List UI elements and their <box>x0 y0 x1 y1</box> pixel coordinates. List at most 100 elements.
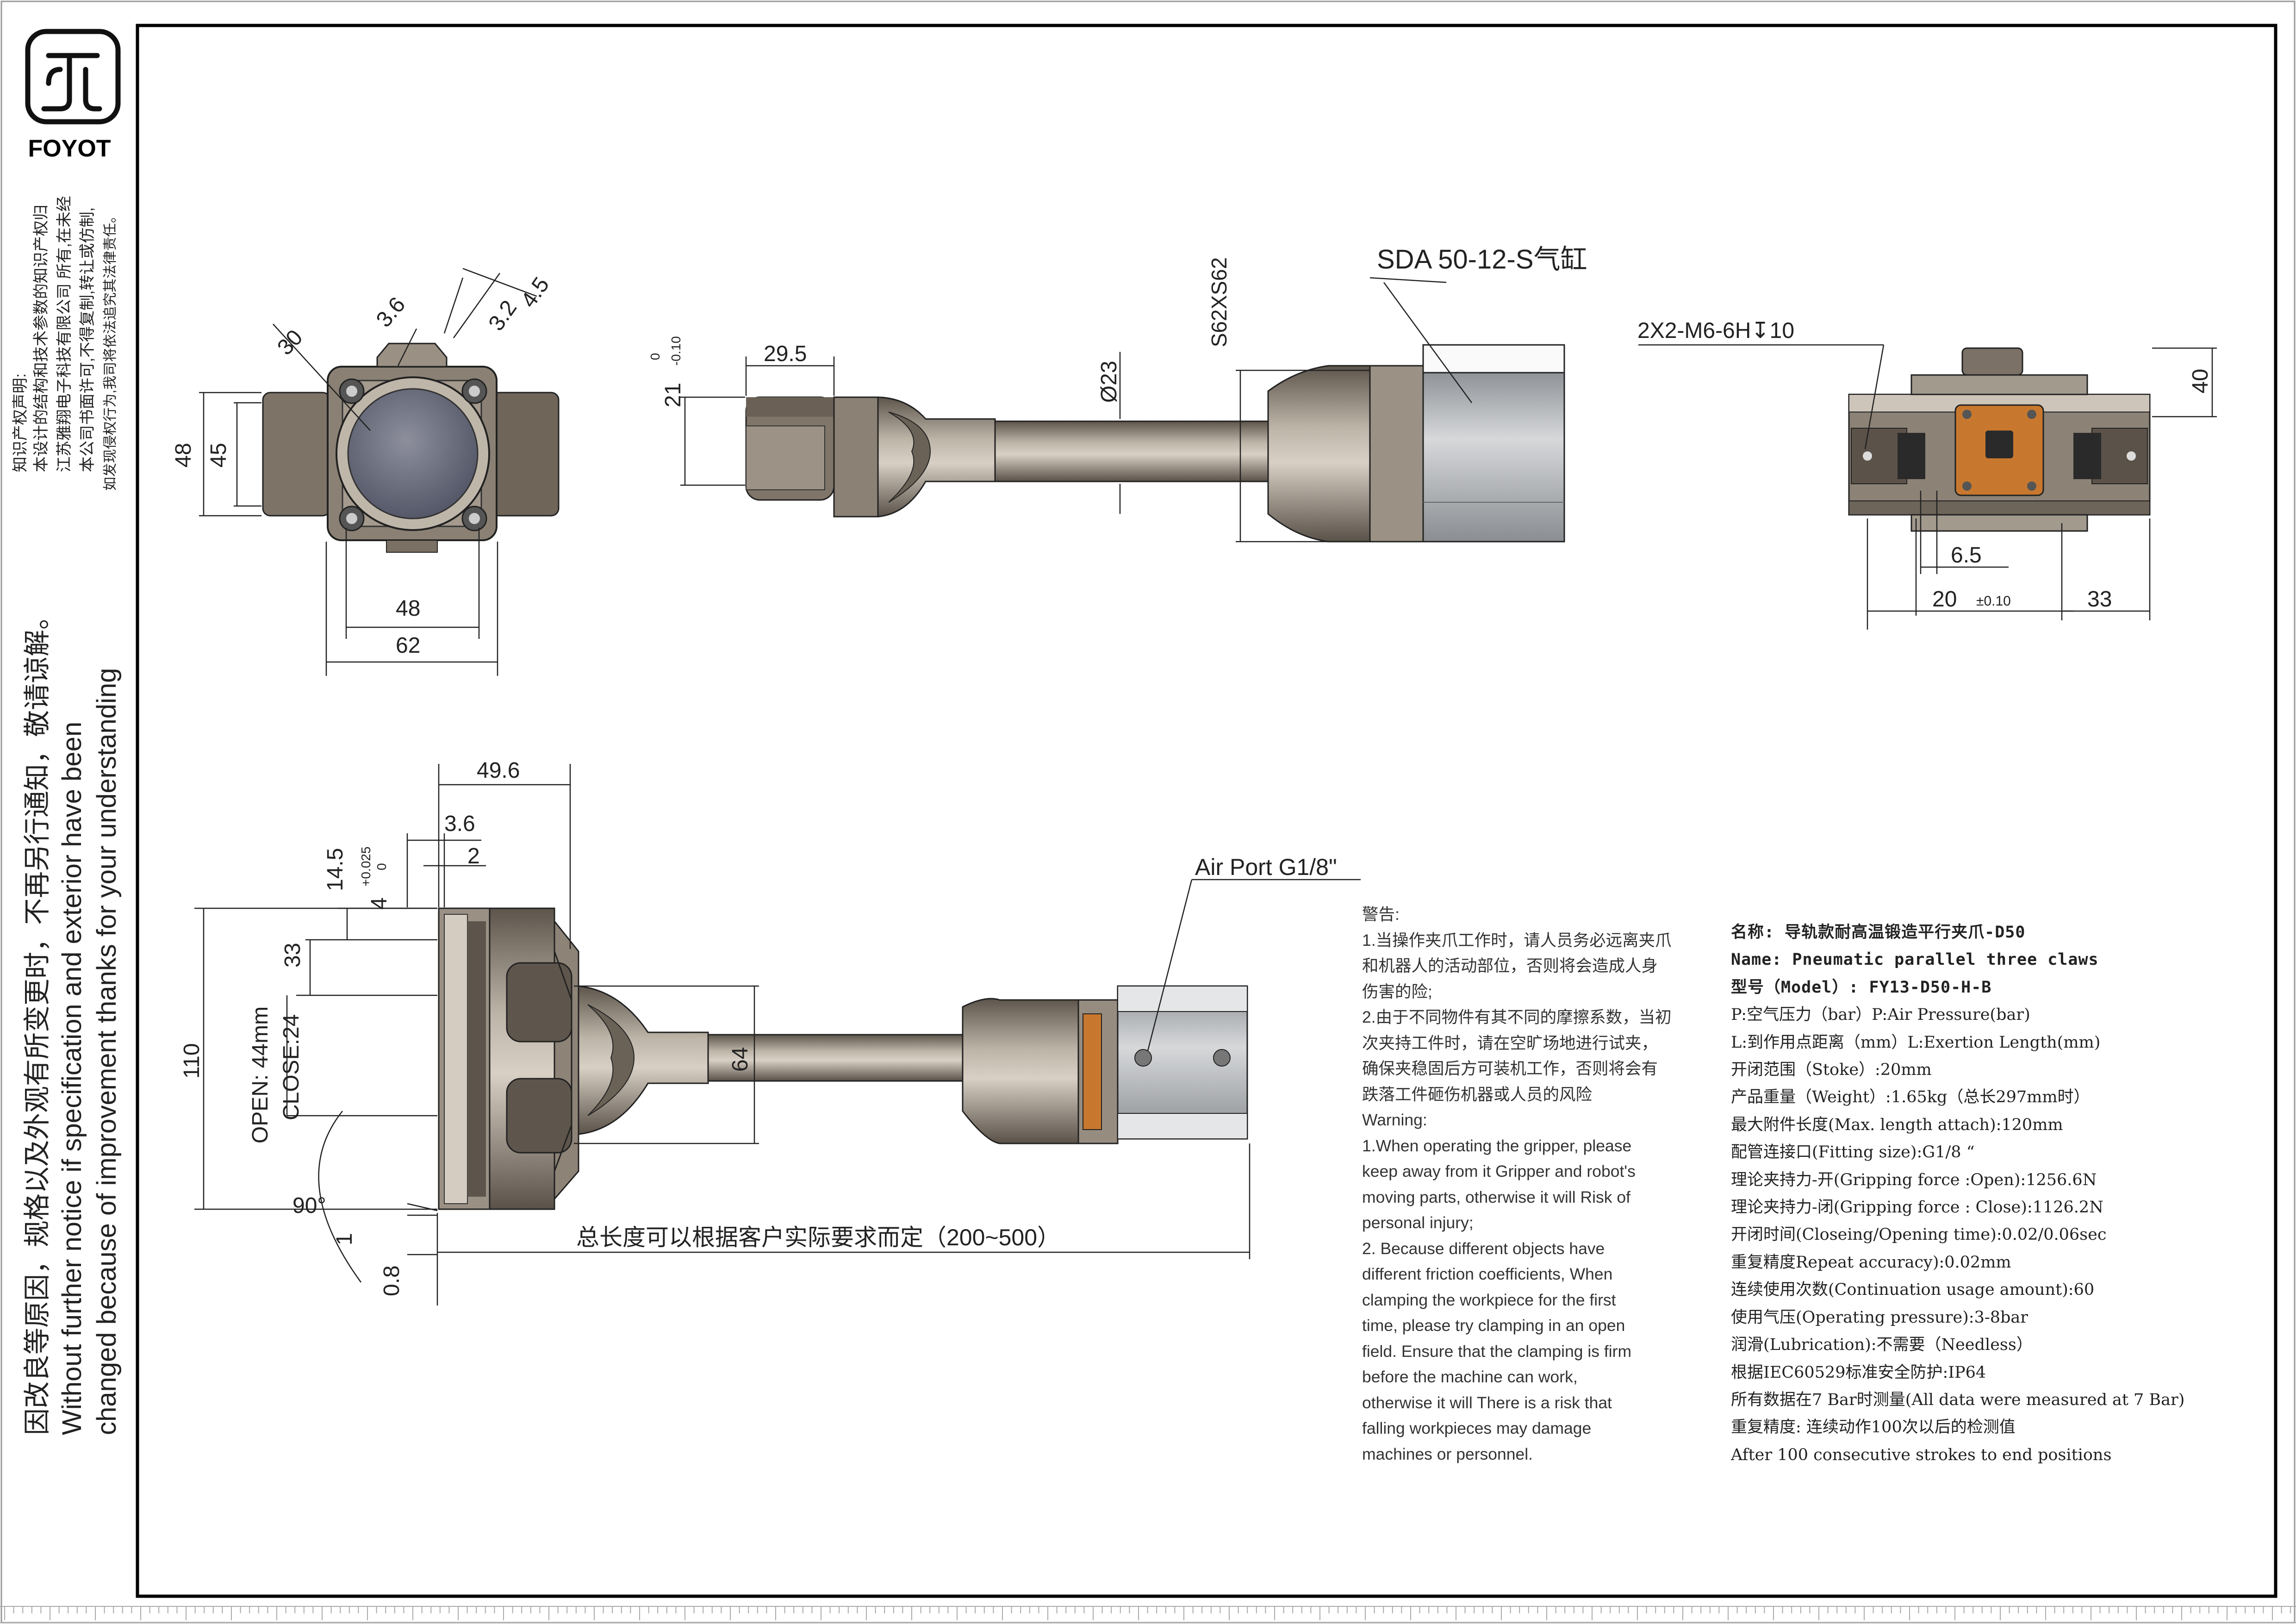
product-model: 型号（Model）: FY13-D50-H-B <box>1731 978 1992 997</box>
spec-row: 产品重量（Weight）:1.65kg（总长297mm时） <box>1731 1088 2090 1107</box>
inner-frame <box>136 24 2277 1598</box>
dim-14-5: 14.5 <box>323 848 348 891</box>
dim-3-6b: 3.6 <box>444 812 475 836</box>
ip-line-1: 本设计的结构和技术参数的知识产权归 <box>32 205 50 472</box>
warning-line: time, please try clamping in an open <box>1362 1316 1625 1335</box>
tol-plus-0025: +0.025 <box>359 847 373 887</box>
ruler-ticks <box>4 1606 2291 1620</box>
notice-en-2: changed because of improvement thanks fo… <box>92 668 122 1435</box>
warning-line: personal injury; <box>1362 1213 1474 1232</box>
spec-row: 使用气压(Operating pressure):3-8bar <box>1731 1308 2028 1327</box>
spec-row: 开闭范围（Stoke）:20mm <box>1731 1061 1932 1080</box>
dim-20: 20 <box>1932 587 1957 612</box>
product-name-cn: 名称: 导轨款耐高温锻造平行夹爪-D50 <box>1731 923 2026 942</box>
spec-row: 连续使用次数(Continuation usage amount):60 <box>1731 1280 2095 1299</box>
tol-0: 0 <box>648 353 662 360</box>
warning-title: 警告: <box>1362 905 1400 924</box>
end-view-dimensions <box>1638 344 2217 630</box>
dim-64: 64 <box>728 1047 753 1072</box>
ip-line-3: 本公司书面许可,不得复制,转让或仿制, <box>79 207 96 472</box>
spec-row: L:到作用点距离（mm）L:Exertion Length(mm) <box>1731 1033 2101 1052</box>
dim-40: 40 <box>2188 369 2213 394</box>
front-view-dimensions <box>199 268 537 676</box>
warning-line: 和机器人的活动部位，否则将会造成人身 <box>1362 956 1658 975</box>
dim-21: 21 <box>661 383 685 407</box>
dim-0-8: 0.8 <box>380 1265 404 1296</box>
dim-30: 30 <box>273 325 307 360</box>
warning-line: 次夹持工件时，请在空旷场地进行试夹， <box>1362 1033 1658 1052</box>
dim-4: 4 <box>367 897 392 910</box>
dim-s62: S62XS62 <box>1207 257 1231 347</box>
spec-row: After 100 consecutive strokes to end pos… <box>1731 1445 2112 1464</box>
dim-110: 110 <box>180 1043 204 1079</box>
open-width: OPEN: 44mm <box>248 1006 273 1143</box>
warning-line: keep away from it Gripper and robot's <box>1362 1162 1636 1181</box>
spec-row: 最大附件长度(Max. length attach):120mm <box>1731 1115 2063 1134</box>
air-port-label: Air Port G1/8" <box>1195 854 1337 880</box>
thread-callout: 2X2-M6-6H↧10 <box>1637 319 1794 343</box>
dim-2: 2 <box>467 844 480 868</box>
product-name-en: Name: Pneumatic parallel three claws <box>1731 950 2099 969</box>
warning-line: 确保夹稳固后方可装机工作，否则将会有 <box>1362 1059 1658 1078</box>
spec-row: 润滑(Lubrication):不需要（Needless） <box>1731 1336 2033 1355</box>
warning-line: 伤害的险; <box>1362 982 1432 1001</box>
spec-row: 重复精度: 连续动作100次以后的检测值 <box>1731 1418 2016 1437</box>
dim-6-5: 6.5 <box>1951 543 1982 568</box>
spec-row: 配管连接口(Fitting size):G1/8 “ <box>1731 1143 1975 1162</box>
tol-pm-010: ±0.10 <box>1976 593 2011 609</box>
warning-line: before the machine can work, <box>1362 1368 1578 1386</box>
dim-48-v: 48 <box>171 443 196 468</box>
spec-row: 理论夹持力-开(Gripping force :Open):1256.6N <box>1731 1170 2097 1189</box>
spec-row: 所有数据在7 Bar时测量(All data were measured at … <box>1731 1390 2185 1409</box>
dim-33: 33 <box>2087 587 2112 612</box>
dim-29-5: 29.5 <box>764 342 807 366</box>
ip-heading: 知识产权声明: <box>12 374 29 472</box>
total-length-note: 总长度可以根据客户实际要求而定（200~500） <box>576 1224 1060 1250</box>
spec-row: 理论夹持力-闭(Gripping force : Close):1126.2N <box>1731 1198 2103 1217</box>
dim-49-6: 49.6 <box>477 758 520 783</box>
side-notes: 知识产权声明: 本设计的结构和技术参数的知识产权归 江苏雅翔电子科技有限公司 所… <box>12 196 122 1435</box>
main-side-view-dimensions <box>194 764 1361 1305</box>
tol-minus-010: -0.10 <box>669 336 683 366</box>
side-view-top-dimensions <box>680 277 1473 543</box>
end-view <box>1848 347 2151 532</box>
end-view-labels: 2X2-M6-6H↧10 40 6.5 20 ±0.10 33 <box>1637 319 2213 612</box>
spec-rows: P:空气压力（bar）P:Air Pressure(bar) L:到作用点距离（m… <box>1731 1001 2286 1469</box>
dim-1: 1 <box>332 1233 357 1245</box>
spec-row: 根据IEC60529标准安全防护:IP64 <box>1731 1363 1986 1382</box>
warning-line: machines or personnel. <box>1362 1444 1533 1463</box>
spec-row: 重复精度Repeat accuracy):0.02mm <box>1731 1253 2011 1272</box>
dim-33b: 33 <box>280 943 305 968</box>
warning-line: falling workpieces may damage <box>1362 1419 1592 1437</box>
front-view <box>262 343 560 553</box>
warning-line: 2. Because different objects have <box>1362 1239 1605 1258</box>
warning-line: 1.When operating the gripper, please <box>1362 1136 1632 1155</box>
warning-line: field. Ensure that the clamping is firm <box>1362 1342 1632 1361</box>
warning-line: Warning: <box>1362 1111 1427 1129</box>
dim-3-6: 3.6 <box>372 293 410 332</box>
warning-line: different friction coefficients, When <box>1362 1265 1613 1283</box>
tol-0b: 0 <box>374 863 389 870</box>
foyot-logo: FOYOT <box>25 29 121 162</box>
warning-line: 跌落工件砸伤机器或人员的风险 <box>1362 1085 1593 1104</box>
brand-name: FOYOT <box>28 135 111 162</box>
dim-4-5: 4.5 <box>516 273 554 312</box>
spec-row: P:空气压力（bar）P:Air Pressure(bar) <box>1731 1006 2030 1024</box>
cylinder-model-label: SDA 50-12-S气缸 <box>1377 244 1587 275</box>
spec-row: 开闭时间(Closeing/Opening time):0.02/0.06sec <box>1731 1225 2107 1244</box>
warning-line: otherwise it will There is a risk that <box>1362 1393 1612 1412</box>
warning-lines: 1.当操作夹爪工作时，请人员务必远离夹爪和机器人的活动部位，否则将会造成人身伤害… <box>1362 928 1695 1468</box>
side-view-top <box>745 344 1565 543</box>
dim-48-h: 48 <box>396 596 420 621</box>
dim-45: 45 <box>206 443 231 468</box>
dim-62: 62 <box>396 633 420 658</box>
ip-line-4: 如发现侵权行为,我司将依法追究其法律责任。 <box>103 209 118 491</box>
side-view-top-labels: 0 -0.10 21 29.5 Ø23 S62XS62 SDA 50-12-S气… <box>648 244 1587 407</box>
dim-3-2: 3.2 <box>484 296 522 335</box>
ip-line-2: 江苏雅翔电子科技有限公司 所有,在未经 <box>56 196 73 472</box>
warning-line: clamping the workpiece for the first <box>1362 1290 1616 1309</box>
dim-diameter-23: Ø23 <box>1097 361 1121 403</box>
main-side-view-labels: 49.6 3.6 2 14.5 +0.025 0 4 33 110 OPEN: … <box>180 758 1337 1296</box>
warning-line: 2.由于不同物件有其不同的摩擦系数，当初 <box>1362 1008 1672 1026</box>
